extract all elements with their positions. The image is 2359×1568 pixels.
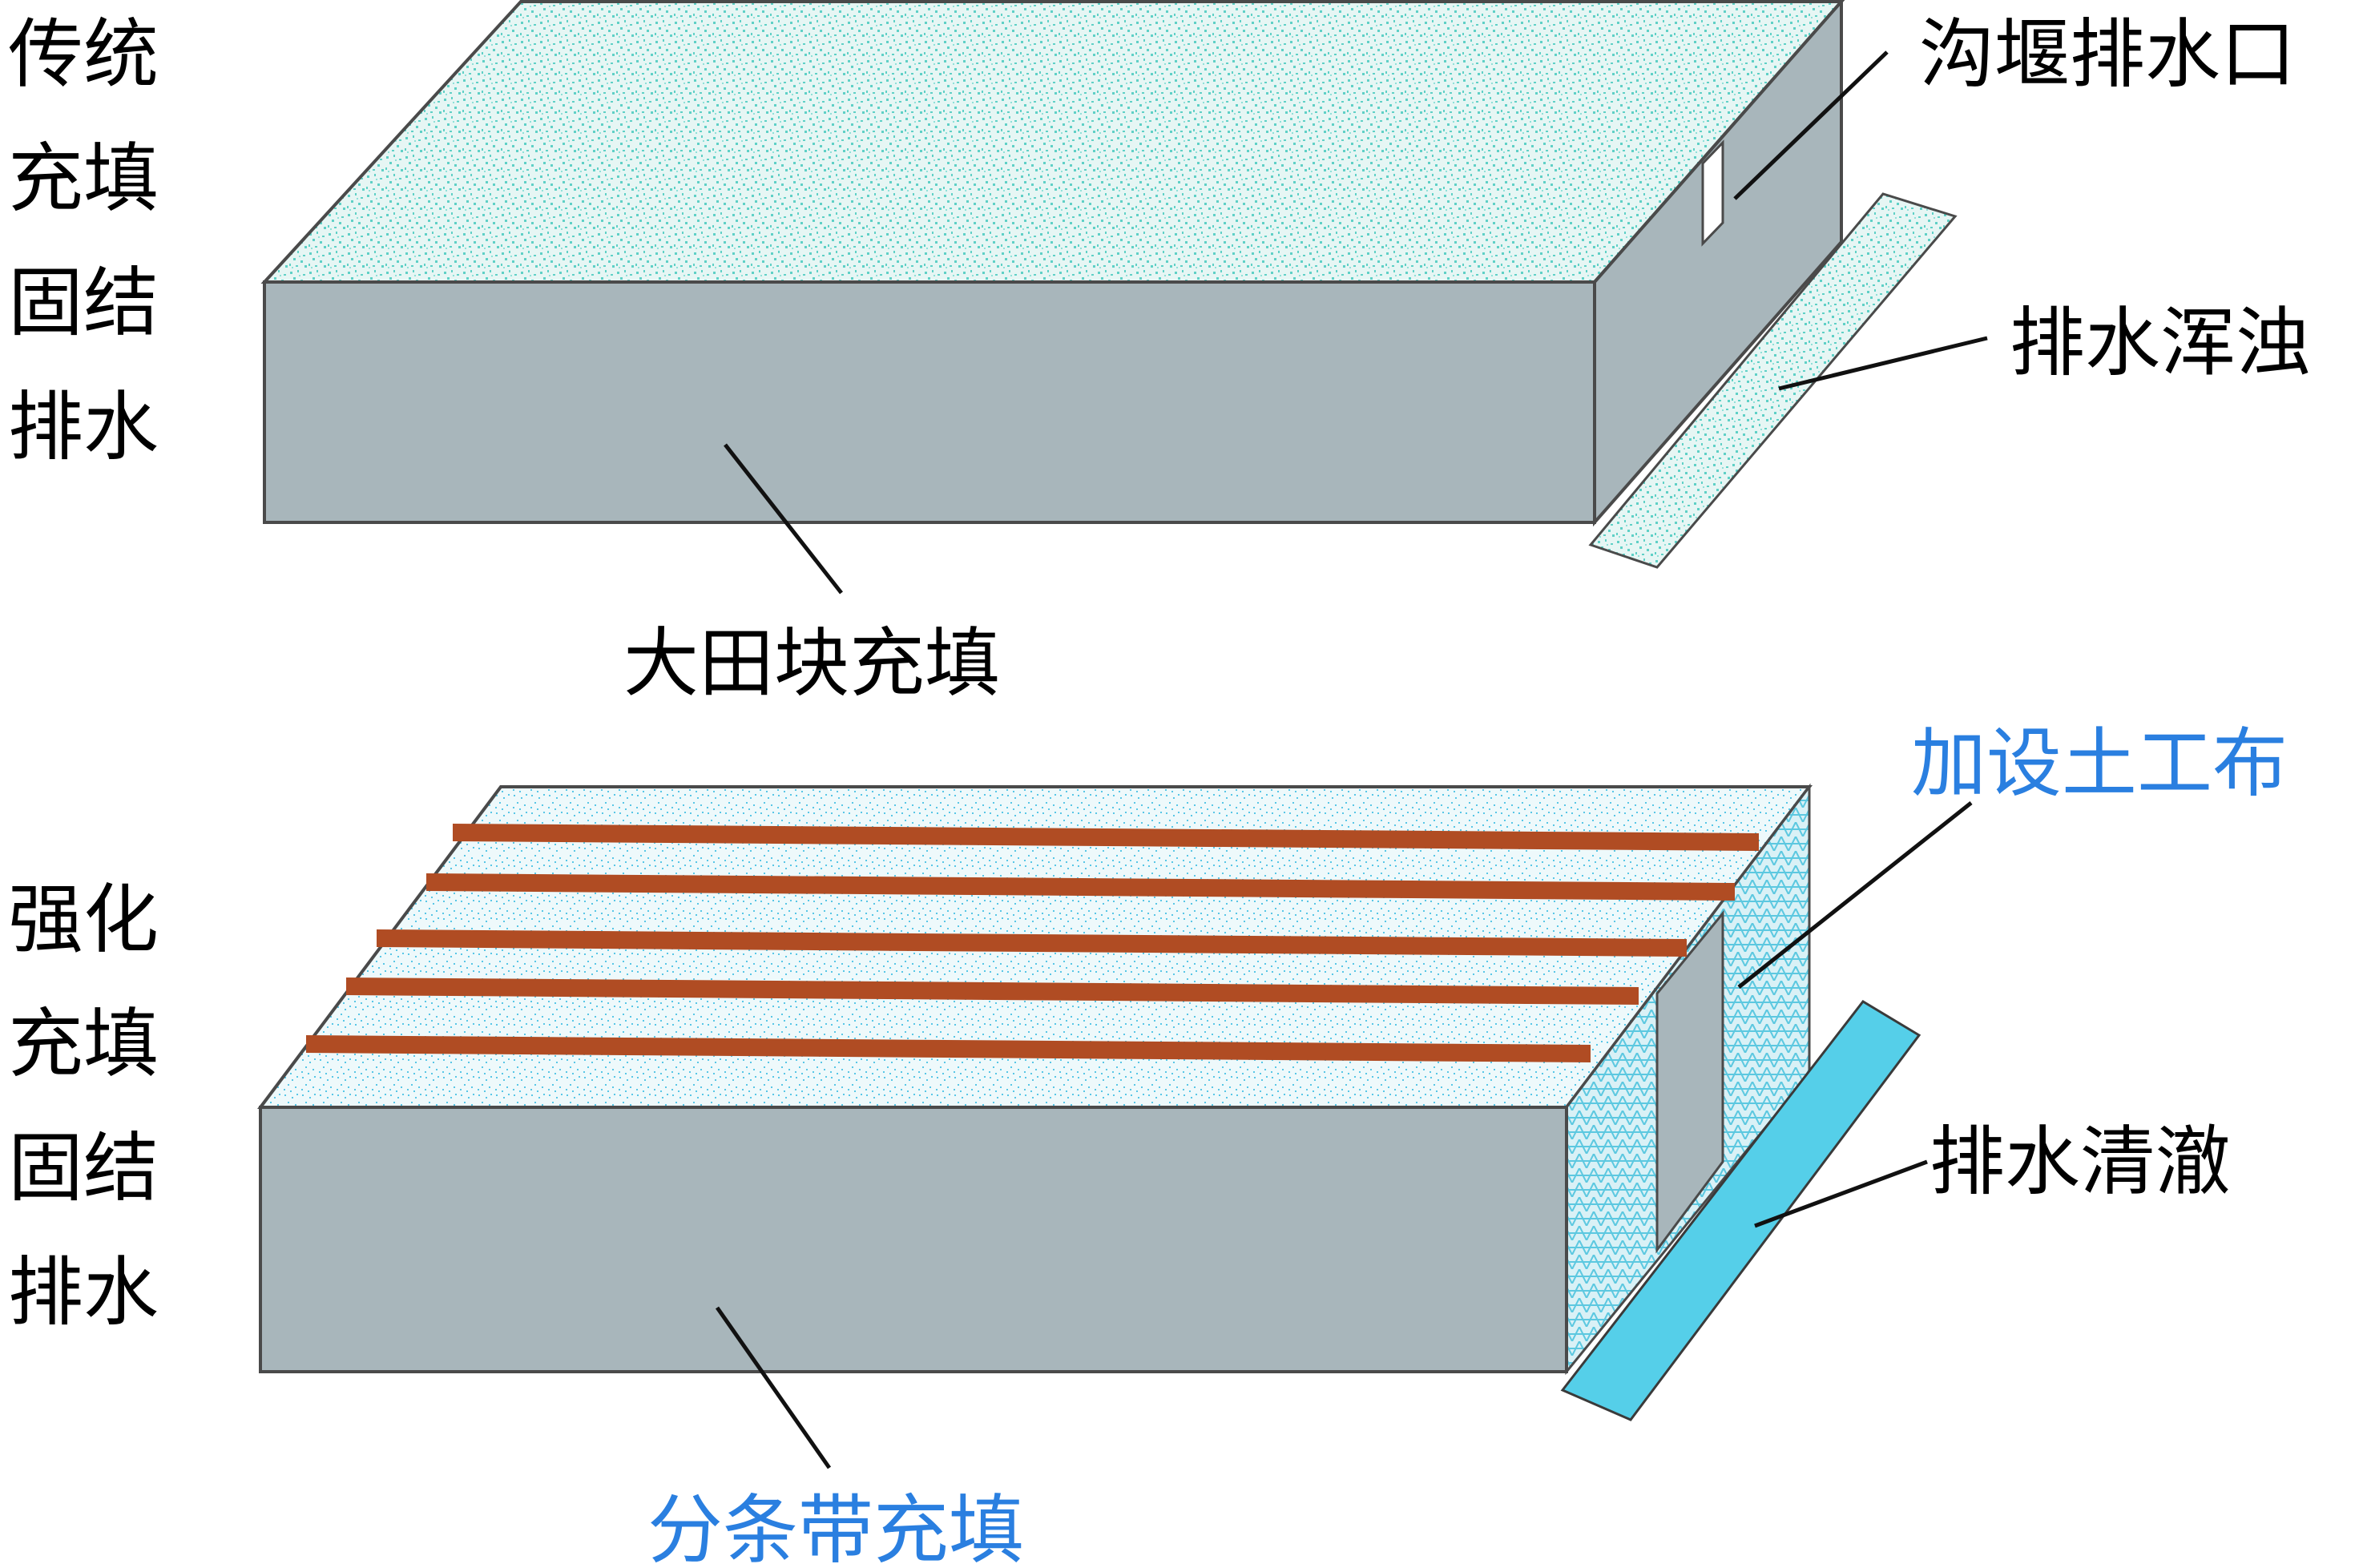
separator-strip <box>377 929 1687 957</box>
separator-strip <box>453 824 1759 851</box>
enhanced-label-line-2: 充填 <box>8 1001 159 1088</box>
enhanced-label-line-3: 固结 <box>8 1125 159 1212</box>
clear-drainage-channel <box>1560 1000 1921 1421</box>
large-block-fill-label: 大田块充填 <box>623 620 1000 707</box>
weir-outlet-notch <box>1701 139 1724 247</box>
separator-strips <box>306 824 1759 1062</box>
enhanced-callouts: 加设土工布 排水清澈 分条带充填 <box>647 720 2288 1568</box>
traditional-label-line-1: 传统 <box>8 11 159 99</box>
geotextile-inner-wall <box>1655 909 1724 1254</box>
strip-block-front-face <box>259 1106 1568 1373</box>
large-block-top-face <box>260 0 1845 284</box>
traditional-label-line-3: 固结 <box>8 260 159 347</box>
enhanced-label-line-4: 排水 <box>8 1249 159 1336</box>
geotextile-label: 加设土工布 <box>1911 720 2288 808</box>
large-block-front-face <box>263 280 1596 524</box>
enhanced-side-label: 强化 充填 固结 排水 <box>8 877 159 1336</box>
large-field-block <box>260 0 1845 527</box>
separator-strip <box>346 977 1639 1005</box>
strip-field-block <box>257 783 1813 1376</box>
turbid-drain-leader <box>1778 336 1988 391</box>
separator-strip <box>426 873 1735 901</box>
strip-fill-leader <box>715 1306 832 1469</box>
traditional-section: 传统 充填 固结 排水 沟堰排水口 排水浑浊 大田块充填 <box>8 0 2311 707</box>
strip-fill-label: 分条带充填 <box>647 1487 1024 1568</box>
enhanced-section: 强化 充填 固结 排水 加设土工布 排水清澈 分条 <box>8 720 2288 1568</box>
clear-drain-leader <box>1754 1159 1928 1228</box>
traditional-label-line-2: 充填 <box>8 135 159 223</box>
turbid-drain-label: 排水浑浊 <box>2010 300 2311 387</box>
turbid-drainage-channel <box>1588 192 1958 569</box>
large-block-fill-leader <box>724 443 843 595</box>
geotextile-leader <box>1737 801 1973 989</box>
clear-drain-label: 排水清澈 <box>1930 1119 2231 1206</box>
enhanced-label-line-1: 强化 <box>8 877 159 964</box>
traditional-side-label: 传统 充填 固结 排水 <box>8 11 159 471</box>
traditional-callouts: 沟堰排水口 排水浑浊 大田块充填 <box>623 11 2311 707</box>
weir-outlet-leader <box>1733 50 1889 200</box>
weir-outlet-label: 沟堰排水口 <box>1919 11 2296 99</box>
separator-strip <box>306 1035 1591 1062</box>
traditional-label-line-4: 排水 <box>8 384 159 471</box>
